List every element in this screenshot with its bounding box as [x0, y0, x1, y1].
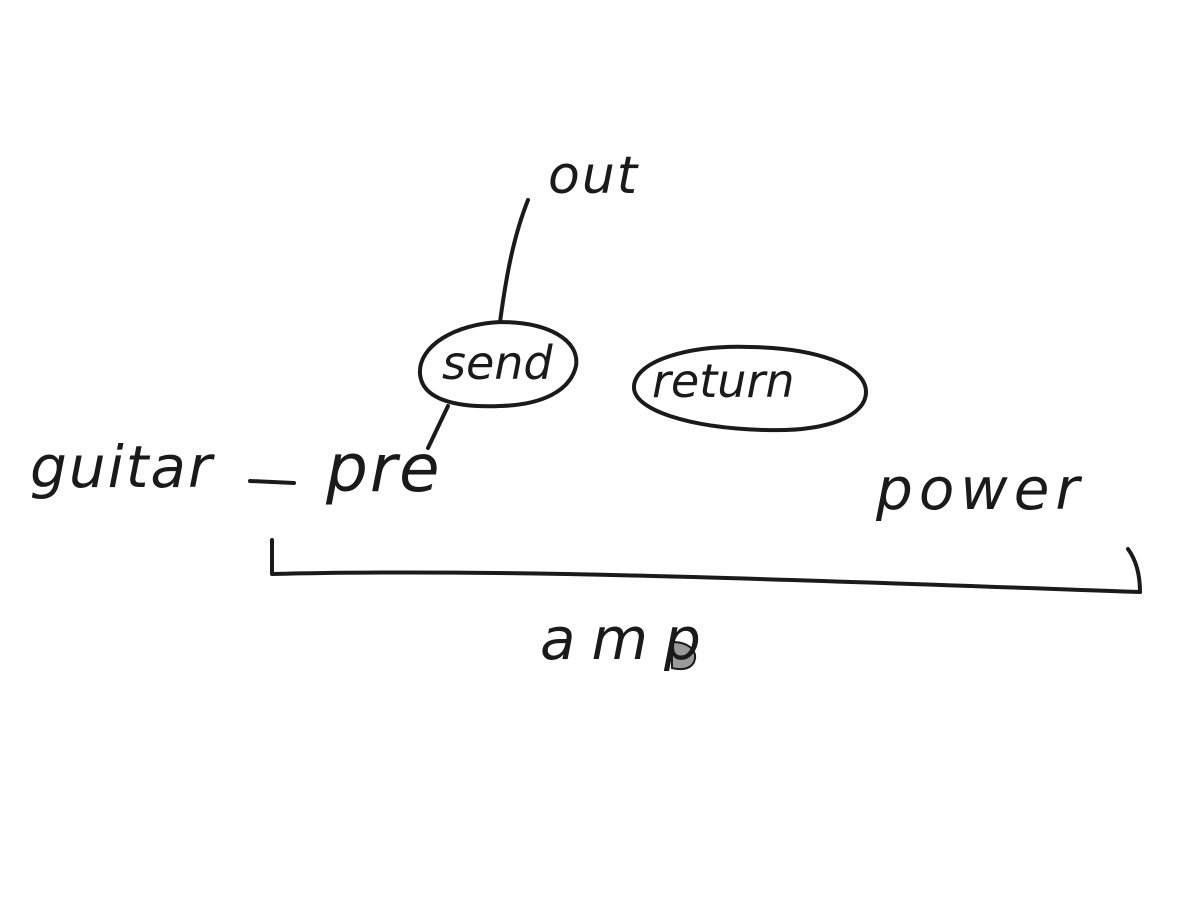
send-to-out-line — [498, 198, 530, 324]
send-ellipse — [417, 320, 579, 409]
out-label: out — [548, 146, 640, 206]
return-ellipse — [632, 344, 868, 433]
power-label: power — [876, 455, 1086, 523]
amp-bracket — [270, 538, 1142, 594]
pre-to-send-line — [426, 404, 450, 450]
send-label: send — [442, 336, 553, 390]
pre-label: pre — [326, 430, 442, 507]
amp-marker — [671, 640, 696, 671]
guitar-to-pre-dash — [248, 479, 296, 485]
amp-label: amp — [540, 605, 717, 673]
guitar-label: guitar — [30, 433, 214, 501]
return-label: return — [652, 354, 795, 408]
